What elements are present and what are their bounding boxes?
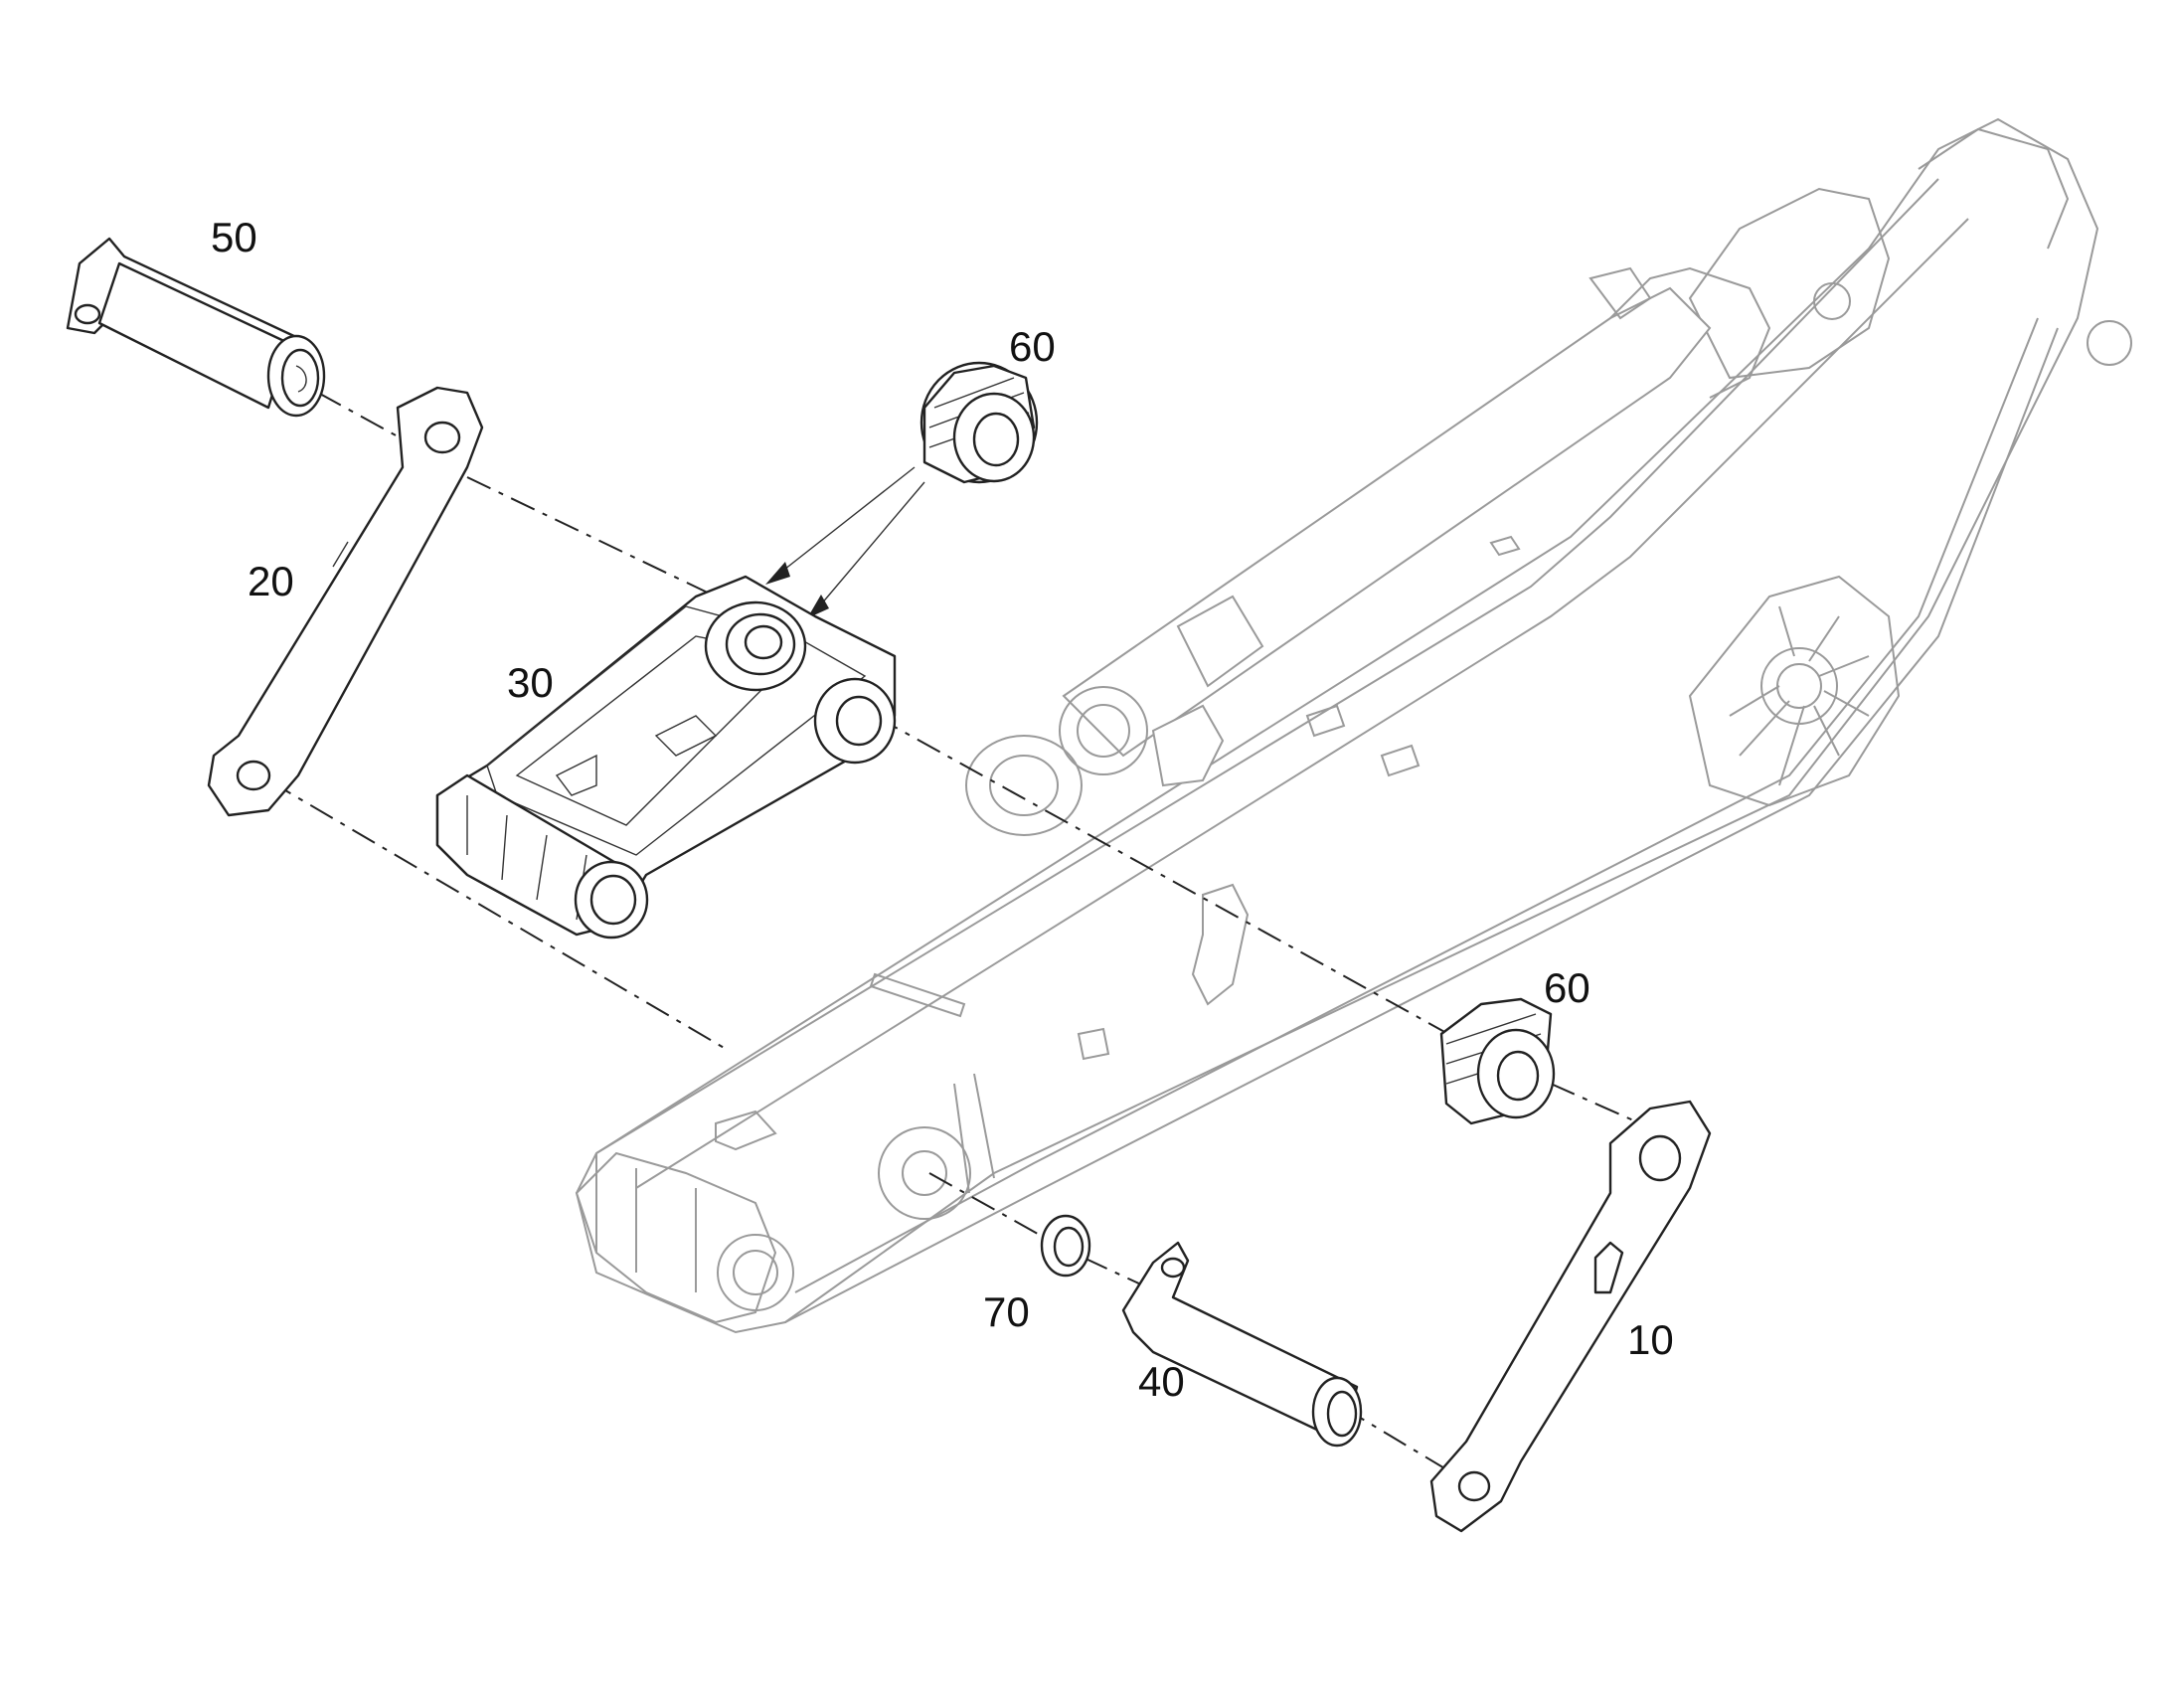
part-60-bushing-bottom bbox=[1439, 997, 1556, 1125]
callout-70: 70 bbox=[983, 1288, 1030, 1335]
callout-60-top: 60 bbox=[1009, 323, 1056, 370]
assembly-lines bbox=[267, 392, 1641, 1470]
arm-boom bbox=[575, 117, 2132, 1334]
part-50-pin bbox=[66, 237, 326, 418]
callout-30: 30 bbox=[507, 659, 554, 706]
callout-60-bottom: 60 bbox=[1544, 964, 1590, 1011]
part-30-bracket bbox=[435, 575, 897, 939]
callout-50: 50 bbox=[211, 214, 257, 260]
callout-10: 10 bbox=[1627, 1316, 1674, 1363]
part-20-link bbox=[207, 386, 484, 817]
part-10-link bbox=[1429, 1100, 1712, 1533]
callout-40: 40 bbox=[1138, 1358, 1185, 1405]
part-70-washer bbox=[1040, 1214, 1091, 1278]
callout-20: 20 bbox=[248, 558, 294, 604]
part-60-bushing-top bbox=[765, 361, 1039, 618]
hydraulic-cylinder bbox=[965, 266, 1771, 836]
part-40-pin bbox=[1121, 1241, 1363, 1448]
